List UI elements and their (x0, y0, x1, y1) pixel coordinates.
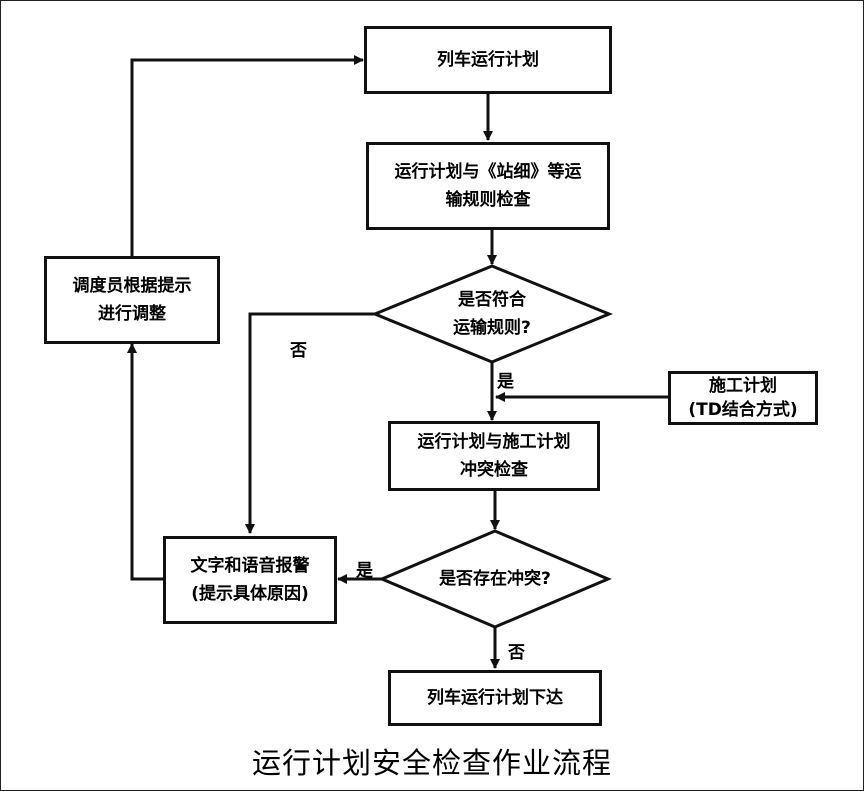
node-dispatcher-adjust: 调度员根据提示 进行调整 (44, 256, 220, 344)
node-match-rule-text: 是否符合 运输规则? (453, 290, 531, 338)
node-issue-plan: 列车运行计划下达 (388, 670, 602, 726)
edge-label-no-rules: 否 (290, 341, 307, 361)
figure-caption: 运行计划安全检查作业流程 (251, 746, 612, 780)
node-has-conflict-text: 是否存在冲突? (439, 569, 551, 589)
edge-label-no-conflict: 否 (508, 643, 525, 663)
node-conflict-check: 运行计划与施工计划 冲突检查 (388, 421, 600, 491)
node-train-plan: 列车运行计划 (364, 26, 612, 94)
arrow-no-to-alarm (245, 312, 375, 534)
node-construction-plan: 施工计划 (TD结合方式) (668, 371, 818, 425)
node-rule-check: 运行计划与《站细》等运 输规则检查 (366, 142, 610, 230)
edge-label-yes-conflict: 是 (356, 561, 373, 581)
edge-label-yes-rules: 是 (497, 372, 514, 392)
arrow-adjust-to-plan (130, 55, 364, 256)
node-alarm: 文字和语音报警 (提示具体原因) (163, 536, 337, 624)
arrow-alarm-to-adjust (127, 343, 165, 581)
